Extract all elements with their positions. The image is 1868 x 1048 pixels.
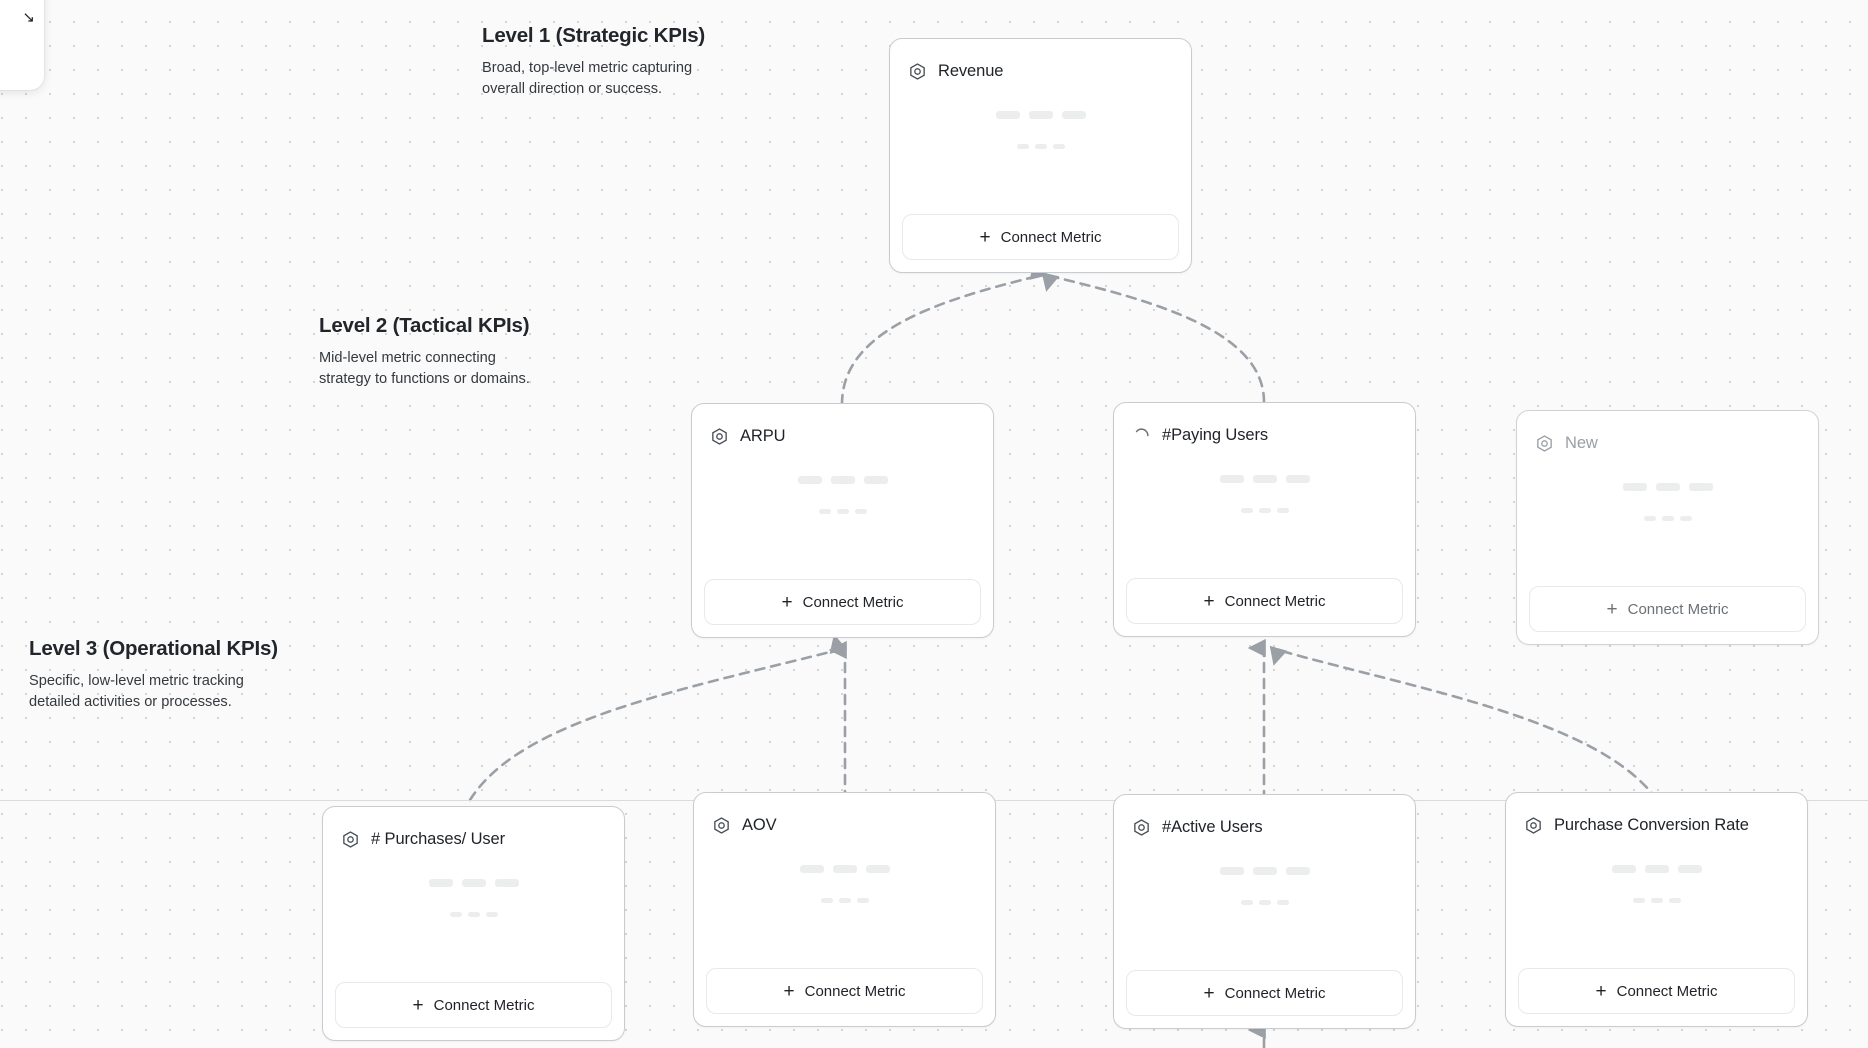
level-2-label: Level 2 (Tactical KPIs) Mid-level metric… (319, 314, 534, 390)
connect-metric-label: Connect Metric (1224, 592, 1326, 610)
metric-card-active-users[interactable]: #Active Users + Connect Metric (1113, 794, 1416, 1029)
link-payingusers-revenue (1041, 272, 1266, 404)
link-purchaseconv-payingusers (1269, 645, 1659, 802)
level-3-description: Specific, low-level metric tracking deta… (29, 673, 244, 710)
card-header: Purchase Conversion Rate (1506, 793, 1807, 839)
connect-metric-label: Connect Metric (433, 996, 535, 1014)
connect-metric-button[interactable]: + Connect Metric (704, 579, 981, 625)
connect-metric-button[interactable]: + Connect Metric (335, 982, 612, 1028)
hexagon-icon (710, 427, 729, 446)
skeleton-row-secondary (818, 509, 867, 514)
card-header: New (1517, 411, 1818, 457)
card-title: #Paying Users (1162, 425, 1268, 444)
card-body (1506, 839, 1807, 968)
connect-metric-button[interactable]: + Connect Metric (902, 214, 1179, 260)
skeleton-row-primary (1622, 483, 1713, 491)
plus-icon: + (412, 994, 424, 1016)
connect-metric-label: Connect Metric (1224, 984, 1326, 1002)
level-2-title: Level 2 (Tactical KPIs) (319, 314, 530, 337)
level-2-description: Mid-level metric connecting strategy to … (319, 350, 530, 387)
skeleton-row-secondary (1643, 516, 1692, 521)
level-1-description: Broad, top-level metric capturing overal… (482, 60, 693, 97)
metric-card-paying-users[interactable]: #Paying Users + Connect Metric (1113, 402, 1416, 637)
hexagon-icon (1535, 434, 1554, 453)
skeleton-row-secondary (1016, 144, 1065, 149)
plus-icon: + (783, 980, 795, 1002)
skeleton-row-secondary (1632, 898, 1681, 903)
connect-metric-label: Connect Metric (802, 593, 904, 611)
hexagon-icon (341, 830, 360, 849)
card-title: ARPU (740, 426, 786, 445)
connect-metric-label: Connect Metric (804, 982, 906, 1000)
skeleton-row-primary (428, 879, 519, 887)
floating-toolbar-panel[interactable]: ↘ (0, 0, 44, 90)
skeleton-row-secondary (1240, 900, 1289, 905)
metric-card-purchases-per-user[interactable]: # Purchases/ User + Connect Metric (322, 806, 625, 1041)
plus-icon: + (1203, 982, 1215, 1004)
card-body (694, 839, 995, 968)
cursor-icon: ↘ (22, 9, 35, 26)
spinner-icon (1132, 426, 1151, 445)
card-title: AOV (742, 815, 777, 834)
card-body (1517, 457, 1818, 586)
skeleton-row-primary (797, 476, 888, 484)
card-title: Purchase Conversion Rate (1554, 815, 1749, 834)
plus-icon: + (1203, 590, 1215, 612)
card-header: AOV (694, 793, 995, 839)
connect-metric-button[interactable]: + Connect Metric (1518, 968, 1795, 1014)
card-title: # Purchases/ User (371, 829, 506, 848)
metric-card-arpu[interactable]: ARPU + Connect Metric (691, 403, 994, 638)
card-title: New (1565, 433, 1598, 452)
plus-icon: + (1595, 980, 1607, 1002)
connect-metric-label: Connect Metric (1000, 228, 1102, 246)
hexagon-icon (1524, 816, 1543, 835)
card-body (323, 853, 624, 982)
card-title: #Active Users (1162, 817, 1263, 836)
metric-card-purchase-conversion-rate[interactable]: Purchase Conversion Rate + Connect Metri… (1505, 792, 1808, 1027)
card-body (1114, 449, 1415, 578)
connect-metric-button[interactable]: + Connect Metric (1126, 578, 1403, 624)
metric-card-new[interactable]: New + Connect Metric (1516, 410, 1819, 645)
card-header: ARPU (692, 404, 993, 450)
link-purchases-arpu (468, 634, 848, 802)
skeleton-row-primary (1219, 867, 1310, 875)
connect-metric-button[interactable]: + Connect Metric (1529, 586, 1806, 632)
card-header: # Purchases/ User (323, 807, 624, 853)
hexagon-icon (908, 62, 927, 81)
plus-icon: + (979, 226, 991, 248)
metric-card-revenue[interactable]: Revenue + Connect Metric (889, 38, 1192, 273)
hexagon-icon (712, 816, 731, 835)
level-3-title: Level 3 (Operational KPIs) (29, 637, 278, 660)
skeleton-row-primary (995, 111, 1086, 119)
card-body (1114, 841, 1415, 970)
link-arpu-revenue (840, 260, 1048, 406)
connect-metric-label: Connect Metric (1627, 600, 1729, 618)
level-1-title: Level 1 (Strategic KPIs) (482, 24, 706, 47)
hexagon-icon (1132, 818, 1151, 837)
skeleton-row-secondary (820, 898, 869, 903)
card-header: Revenue (890, 39, 1191, 85)
skeleton-row-primary (799, 865, 890, 873)
connect-metric-button[interactable]: + Connect Metric (1126, 970, 1403, 1016)
card-header: #Active Users (1114, 795, 1415, 841)
metric-card-aov[interactable]: AOV + Connect Metric (693, 792, 996, 1027)
level-3-label: Level 3 (Operational KPIs) Specific, low… (29, 637, 278, 713)
connect-metric-label: Connect Metric (1616, 982, 1718, 1000)
skeleton-row-secondary (1240, 508, 1289, 513)
skeleton-row-primary (1611, 865, 1702, 873)
card-body (692, 450, 993, 579)
plus-icon: + (1606, 598, 1618, 620)
card-title: Revenue (938, 61, 1004, 80)
skeleton-row-secondary (449, 912, 498, 917)
skeleton-row-primary (1219, 475, 1310, 483)
card-header: #Paying Users (1114, 403, 1415, 449)
connect-metric-button[interactable]: + Connect Metric (706, 968, 983, 1014)
card-body (890, 85, 1191, 214)
plus-icon: + (781, 591, 793, 613)
level-1-label: Level 1 (Strategic KPIs) Broad, top-leve… (482, 24, 732, 100)
